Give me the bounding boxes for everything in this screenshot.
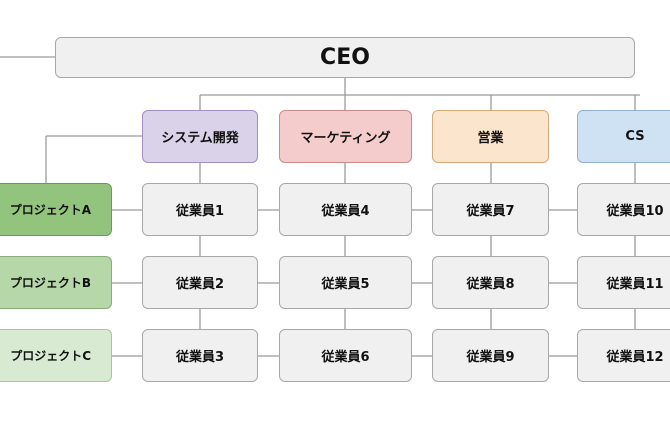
department-label: CS — [625, 129, 645, 144]
employee-label: 従業員10 — [606, 204, 664, 219]
employee-box: 従業員1 — [142, 183, 258, 236]
employee-label: 従業員8 — [466, 277, 515, 292]
employee-label: 従業員2 — [175, 277, 225, 292]
employee-box: 従業員3 — [142, 329, 258, 382]
employee-box: 従業員8 — [432, 256, 549, 309]
ceo-label: CEO — [320, 45, 370, 70]
employee-label: 従業員4 — [321, 204, 370, 219]
project-label: プロジェクトB — [9, 276, 91, 290]
employee-box: 従業員9 — [432, 329, 549, 382]
ceo-box: CEO — [55, 37, 635, 78]
employee-box: 従業員12 — [577, 329, 670, 382]
employee-label: 従業員9 — [466, 350, 515, 365]
department-system-dev: システム開発 — [142, 110, 258, 163]
employee-label: 従業員1 — [175, 204, 225, 219]
project-b-box: プロジェクトB — [0, 256, 112, 309]
employee-label: 従業員5 — [321, 277, 370, 292]
department-sales: 営業 — [432, 110, 549, 163]
employee-label: 従業員3 — [175, 350, 225, 365]
department-cs: CS — [577, 110, 670, 163]
department-marketing: マーケティング — [279, 110, 412, 163]
employee-box: 従業員7 — [432, 183, 549, 236]
employee-box: 従業員4 — [279, 183, 412, 236]
employee-label: 従業員11 — [606, 277, 664, 292]
department-label: マーケティング — [300, 131, 391, 146]
employee-box: 従業員5 — [279, 256, 412, 309]
department-label: システム開発 — [161, 131, 239, 146]
project-label: プロジェクトA — [9, 203, 91, 217]
employee-box: 従業員2 — [142, 256, 258, 309]
project-label: プロジェクトC — [10, 349, 91, 363]
employee-box: 従業員6 — [279, 329, 412, 382]
employee-box: 従業員11 — [577, 256, 670, 309]
employee-box: 従業員10 — [577, 183, 670, 236]
project-c-box: プロジェクトC — [0, 329, 112, 382]
employee-label: 従業員12 — [606, 350, 664, 365]
employee-label: 従業員7 — [466, 204, 515, 219]
project-a-box: プロジェクトA — [0, 183, 112, 236]
department-label: 営業 — [477, 131, 504, 146]
employee-label: 従業員6 — [321, 350, 370, 365]
